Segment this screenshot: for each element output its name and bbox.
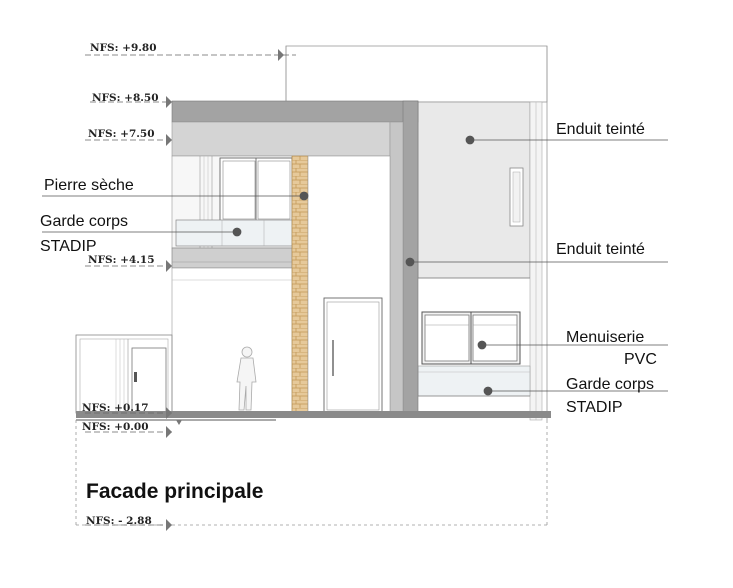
- level-label-415: NFS: +4.15: [88, 254, 155, 266]
- drawing-title: Facade principale: [86, 480, 263, 503]
- left-annex: [75, 334, 173, 414]
- leader-lines: [42, 135, 668, 396]
- annotation-garde-left-line2: STADIP: [40, 238, 97, 255]
- level-label-m288: NFS: - 2.88: [86, 515, 152, 527]
- right-volume: [417, 101, 543, 421]
- annotation-pierre: Pierre sèche: [44, 177, 134, 194]
- annotation-garde-right-line1: Garde corps: [566, 376, 654, 393]
- slab-415: [171, 247, 293, 269]
- level-markers: [166, 49, 284, 531]
- level-label-017: NFS: +0.17: [82, 402, 149, 414]
- annotation-garde-right-line2: STADIP: [566, 399, 623, 416]
- level-label-980: NFS: +9.80: [90, 42, 157, 54]
- annotation-menuiserie-line2: PVC: [624, 351, 657, 368]
- level-label-000: NFS: +0.00: [82, 421, 149, 433]
- level-label-750: NFS: +7.50: [88, 128, 155, 140]
- foundation-outline: [75, 420, 548, 526]
- ground-floor-left: [171, 267, 293, 414]
- annotation-menuiserie-line1: Menuiserie: [566, 329, 644, 346]
- first-floor-recess: [171, 155, 293, 249]
- entrance: [307, 155, 391, 414]
- person-silhouette: [236, 346, 257, 411]
- level-lines: [85, 54, 296, 526]
- level-label-850: NFS: +8.50: [92, 92, 159, 104]
- annotation-garde-left-line1: Garde corps: [40, 213, 128, 230]
- annotation-enduit-lower: Enduit teinté: [556, 241, 645, 258]
- annotation-enduit-upper: Enduit teinté: [556, 121, 645, 138]
- pvc-window: [421, 311, 521, 365]
- right-garde-corps: [417, 365, 531, 397]
